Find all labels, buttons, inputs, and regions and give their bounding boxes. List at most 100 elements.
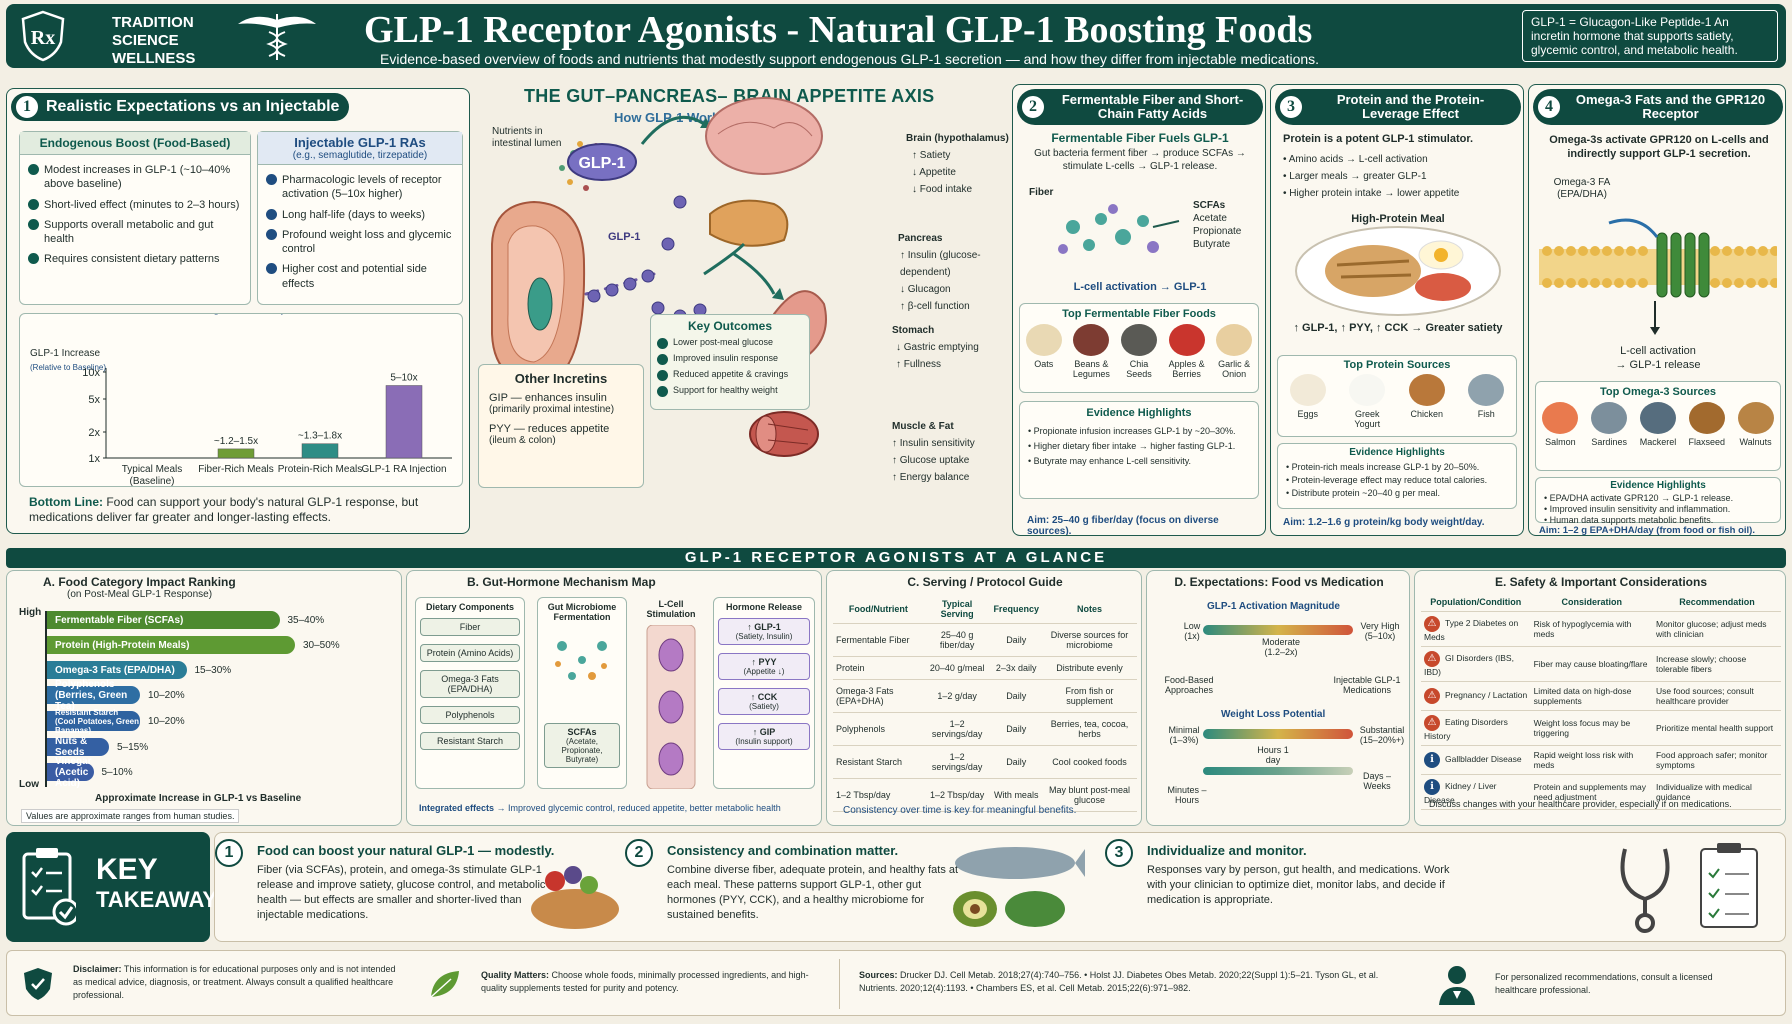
brand-line-1: TRADITION <box>112 14 194 31</box>
takeaway-number: 2 <box>625 839 653 867</box>
rank-bar-label: Resistant Starch (Cool Potatoes, Green B… <box>55 707 140 735</box>
table-cell: ⚠Pregnancy / Lactation <box>1421 681 1531 711</box>
list-item: ↑ Satiety <box>912 150 951 161</box>
injectable-box: Injectable GLP-1 RAs (e.g., semaglutide,… <box>257 131 463 305</box>
hormone-name: ↑ PYY <box>751 657 777 667</box>
check-item: Modest increases in GLP-1 (~10–40% above… <box>28 163 242 192</box>
food-image <box>1639 402 1676 434</box>
page-title: GLP-1 Receptor Agonists - Natural GLP-1 … <box>364 9 1313 51</box>
table-cell-text: 25–40 g fiber/day <box>939 630 975 650</box>
hormone-name: ↑ GLP-1 <box>747 622 781 632</box>
list-item: • Protein-rich meals increase GLP-1 by 2… <box>1286 462 1480 472</box>
food-item: Beans & Legumes <box>1069 324 1113 379</box>
table-cell-text: Daily <box>1006 724 1027 734</box>
outcome-item: Support for healthy weight <box>657 385 803 397</box>
list-item: ↓ Glucagon <box>900 284 951 295</box>
outcome-label: Lower post-meal glucose <box>673 337 774 347</box>
check-item-label: Higher cost and potential side effects <box>282 263 427 290</box>
list-item: • Human data supports metabolic benefits… <box>1544 515 1714 525</box>
table-cell-text: Berries, tea, cocoa, herbs <box>1050 719 1129 739</box>
brand-line-3: WELLNESS <box>112 50 196 67</box>
food-image <box>1688 402 1725 434</box>
panel-b-mechanism: B. Gut-Hormone Mechanism Map Dietary Com… <box>406 570 822 826</box>
check-item: Long half-life (days to weeks) <box>266 208 454 222</box>
fiber-evidence-box: Evidence Highlights • Propionate infusio… <box>1019 401 1259 499</box>
table-cell: ⚠Type 2 Diabetes on Meds <box>1421 611 1531 647</box>
table-cell-text: Type 2 Diabetes on Meds <box>1424 618 1519 642</box>
food-label: Chicken <box>1410 409 1443 419</box>
rank-row: Fermentable Fiber (SCFAs)35–40% <box>47 611 397 629</box>
rank-row: Omega-3 Fats (EPA/DHA)15–30% <box>47 661 397 679</box>
table-cell: May blunt post-meal glucose <box>1041 778 1137 812</box>
food-image <box>1120 324 1157 356</box>
warning-icon: ⚠ <box>1424 616 1440 632</box>
header-banner: Rx TRADITION SCIENCE WELLNESS GLP-1 Rece… <box>6 4 1786 68</box>
table-cell: 1–2 servings/day <box>923 712 991 746</box>
check-icon <box>657 386 668 397</box>
muscle-label: Muscle & Fat↑ Insulin sensitivity↑ Gluco… <box>892 418 975 486</box>
dietary-component: Fiber <box>420 618 520 636</box>
axis-title: THE GUT–PANCREAS– BRAIN APPETITE AXIS <box>524 86 935 106</box>
footer: Disclaimer: This information is for educ… <box>6 950 1786 1016</box>
svg-text:Rx: Rx <box>31 27 55 49</box>
table-cell-text: 1–2 g/day <box>937 691 977 701</box>
table-cell: Use food sources; consult healthcare pro… <box>1652 681 1781 711</box>
axis-diagram: THE GUT–PANCREAS– BRAIN APPETITE AXIS Ho… <box>474 84 1010 536</box>
hormone-effect: (Satiety) <box>749 702 779 711</box>
table-cell: Distribute evenly <box>1041 656 1137 680</box>
warning-icon: ⚠ <box>1424 651 1440 667</box>
panel-d-expectations: D. Expectations: Food vs Medication GLP-… <box>1146 570 1410 826</box>
rank-bar: Vinegar (Acetic Acid) <box>47 756 94 789</box>
list-item: • Larger meals → greater GLP-1 <box>1283 171 1427 182</box>
shield-icon <box>24 968 52 1000</box>
food-label: Garlic & Onion <box>1218 359 1251 379</box>
outcome-item: Improved insulin response <box>657 353 803 365</box>
table-header: Recommendation <box>1652 593 1781 612</box>
table-cell: Risk of hypoglycemia with meds <box>1530 611 1653 647</box>
table-cell: Daily <box>990 712 1042 746</box>
x-tick-line: Protein-Rich Meals <box>277 464 363 475</box>
hormone-box: ↑ GIP(Insulin support) <box>718 723 810 750</box>
table-cell: Daily <box>990 679 1042 713</box>
table-cell: Prioritize mental health support <box>1652 710 1781 746</box>
table-cell-text: 20–40 g/meal <box>929 663 985 673</box>
x-tick-line: (Baseline) <box>129 476 175 487</box>
food-item: Apples & Berries <box>1165 324 1209 379</box>
table-cell-text: Distribute evenly <box>1056 663 1123 673</box>
takeaways-title-2: TAKEAWAYS <box>96 887 232 912</box>
rank-bar-label: Nuts & Seeds <box>55 736 88 758</box>
l-cell-column-graphic <box>646 625 696 789</box>
bar-value-label: ~1.2–1.5x <box>214 436 258 447</box>
check-item: Pharmacologic levels of receptor activat… <box>266 173 454 202</box>
y-axis-sublabel: (Relative to Baseline) <box>30 363 106 372</box>
takeaway-number: 3 <box>1105 839 1133 867</box>
rank-bar-label: Fermentable Fiber (SCFAs) <box>55 614 184 626</box>
takeaway-number: 1 <box>215 839 243 867</box>
table-cell: Individualize with medical guidance <box>1652 774 1781 810</box>
shield-logo-icon: Rx <box>20 10 66 62</box>
svg-text:GLP-1: GLP-1 <box>578 155 625 172</box>
table-cell-text: 1–2 Tbsp/day <box>929 790 985 800</box>
food-label: Greek Yogurt <box>1354 409 1381 429</box>
list-item: ↑ Glucose uptake <box>892 455 970 466</box>
outcome-item: Lower post-meal glucose <box>657 337 803 349</box>
info-icon: ℹ <box>1424 779 1440 795</box>
svg-text:GLP-1: GLP-1 <box>608 231 640 243</box>
leaf-icon <box>430 971 459 998</box>
rank-bar-label: Vinegar (Acetic Acid) <box>55 755 92 789</box>
brain-label: Brain (hypothalamus)↑ Satiety↓ Appetite↓… <box>906 130 1009 198</box>
food-image <box>1408 374 1445 406</box>
glp1-definition: GLP-1 = Glucagon-Like Peptide-1 An incre… <box>1522 10 1778 62</box>
y-tick-label: 1x <box>88 453 100 465</box>
food-bowl-illustration <box>531 866 619 929</box>
hormone-name: ↑ CCK <box>750 692 778 702</box>
check-icon <box>28 198 39 210</box>
table-header: Population/Condition <box>1421 593 1531 612</box>
hormone-box: ↑ PYY(Appetite ↓) <box>718 653 810 680</box>
rank-bar: Polyphenols (Berries, Green Tea) <box>47 679 140 712</box>
